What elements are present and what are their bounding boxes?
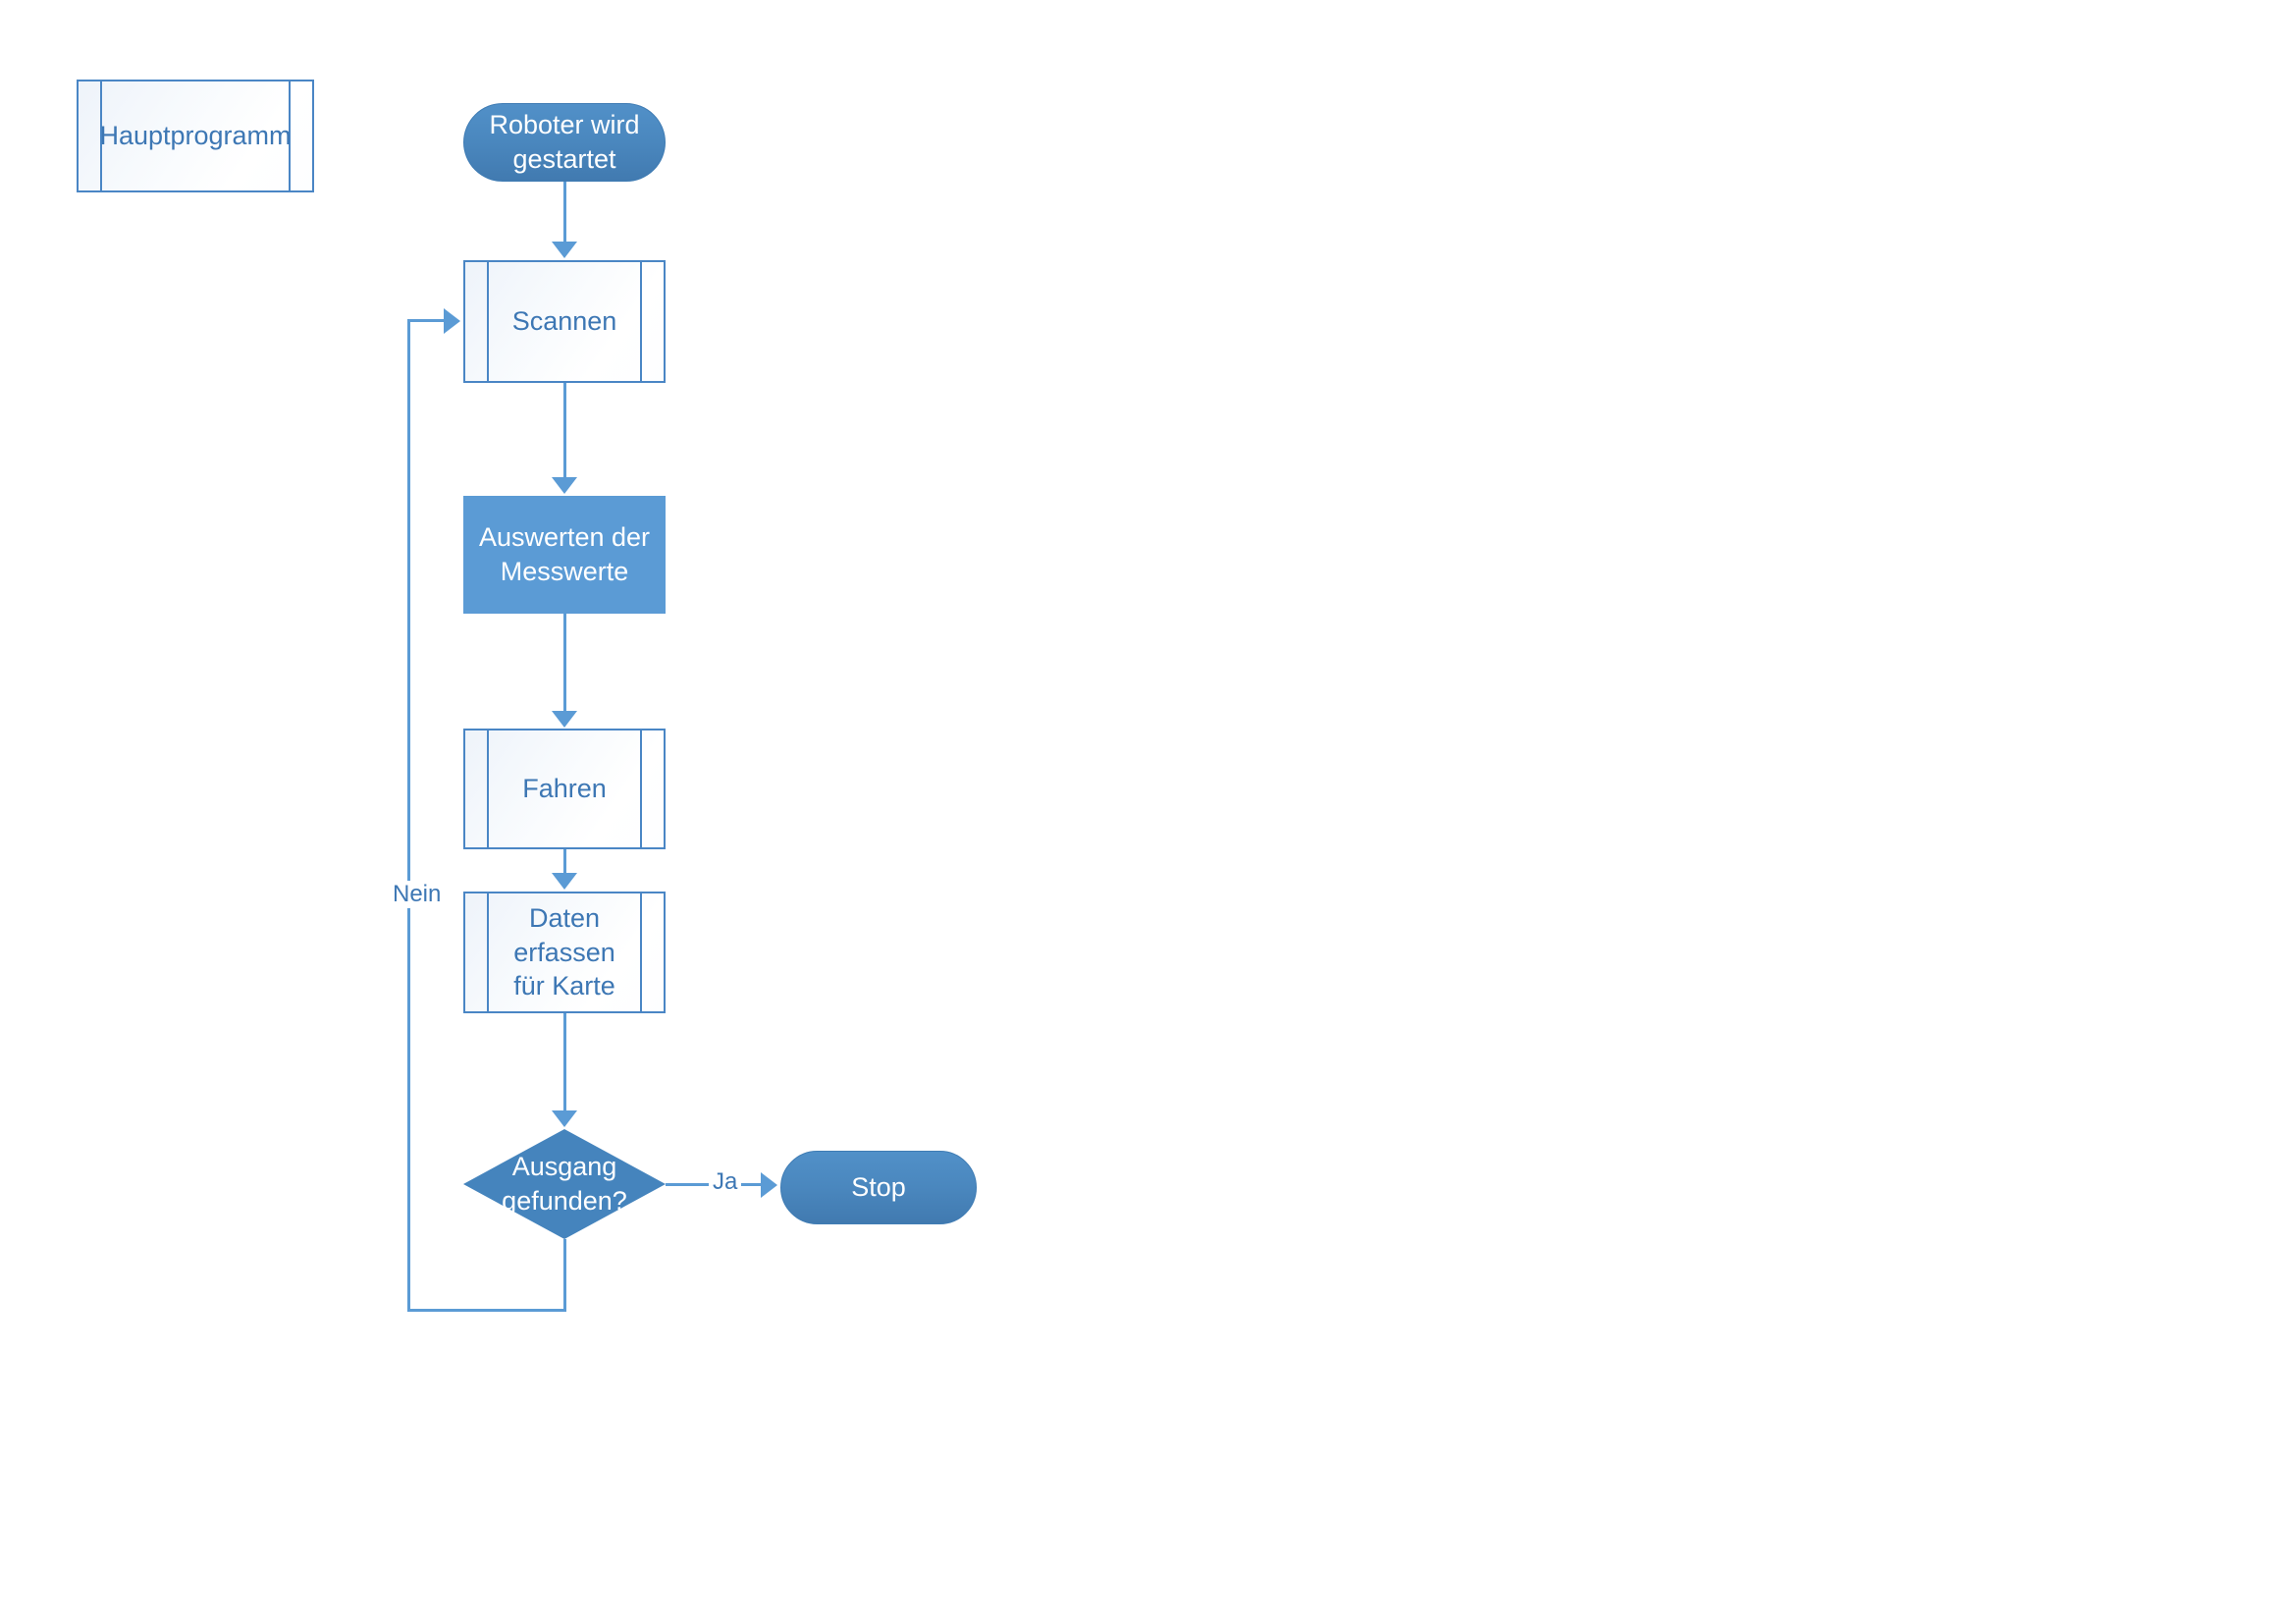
node-scan-label: Scannen xyxy=(511,306,617,337)
node-decision-label: Ausgang gefunden? xyxy=(502,1152,627,1216)
connector-start-to-scan xyxy=(563,182,566,243)
connector-no-down xyxy=(563,1239,566,1312)
arrowhead-no-to-scan xyxy=(444,308,460,334)
node-scan[interactable]: Scannen xyxy=(463,260,666,383)
arrowhead-collect-to-decision xyxy=(552,1110,577,1127)
arrowhead-drive-to-collect xyxy=(552,873,577,890)
hauptprogramm-label: Hauptprogramm xyxy=(99,121,292,151)
node-drive-label: Fahren xyxy=(522,774,607,804)
node-evaluate[interactable]: Auswerten der Messwerte xyxy=(463,496,666,614)
arrowhead-start-to-scan xyxy=(552,242,577,258)
node-drive[interactable]: Fahren xyxy=(463,729,666,849)
node-collect[interactable]: Daten erfassen für Karte xyxy=(463,892,666,1013)
node-decision[interactable]: Ausgang gefunden? xyxy=(463,1129,666,1239)
connector-scan-to-evaluate xyxy=(563,383,566,478)
node-start[interactable]: Roboter wird gestartet xyxy=(463,103,666,182)
node-stop[interactable]: Stop xyxy=(780,1151,977,1224)
edge-label-yes: Ja xyxy=(709,1168,742,1197)
node-collect-label: Daten erfassen für Karte xyxy=(513,903,615,1001)
arrowhead-decision-to-stop xyxy=(761,1172,777,1198)
arrowhead-scan-to-evaluate xyxy=(552,477,577,494)
node-start-label: Roboter wird gestartet xyxy=(489,110,640,174)
hauptprogramm-box[interactable]: Hauptprogramm xyxy=(77,80,314,192)
connector-no-into-scan xyxy=(407,319,447,322)
connector-no-up xyxy=(407,319,410,1312)
edge-label-no: Nein xyxy=(389,881,446,909)
connector-drive-to-collect xyxy=(563,849,566,875)
node-stop-label: Stop xyxy=(851,1172,906,1203)
arrowhead-evaluate-to-drive xyxy=(552,711,577,728)
connector-evaluate-to-drive xyxy=(563,614,566,712)
connector-no-left xyxy=(407,1309,566,1312)
node-evaluate-label: Auswerten der Messwerte xyxy=(478,522,651,586)
connector-collect-to-decision xyxy=(563,1013,566,1111)
